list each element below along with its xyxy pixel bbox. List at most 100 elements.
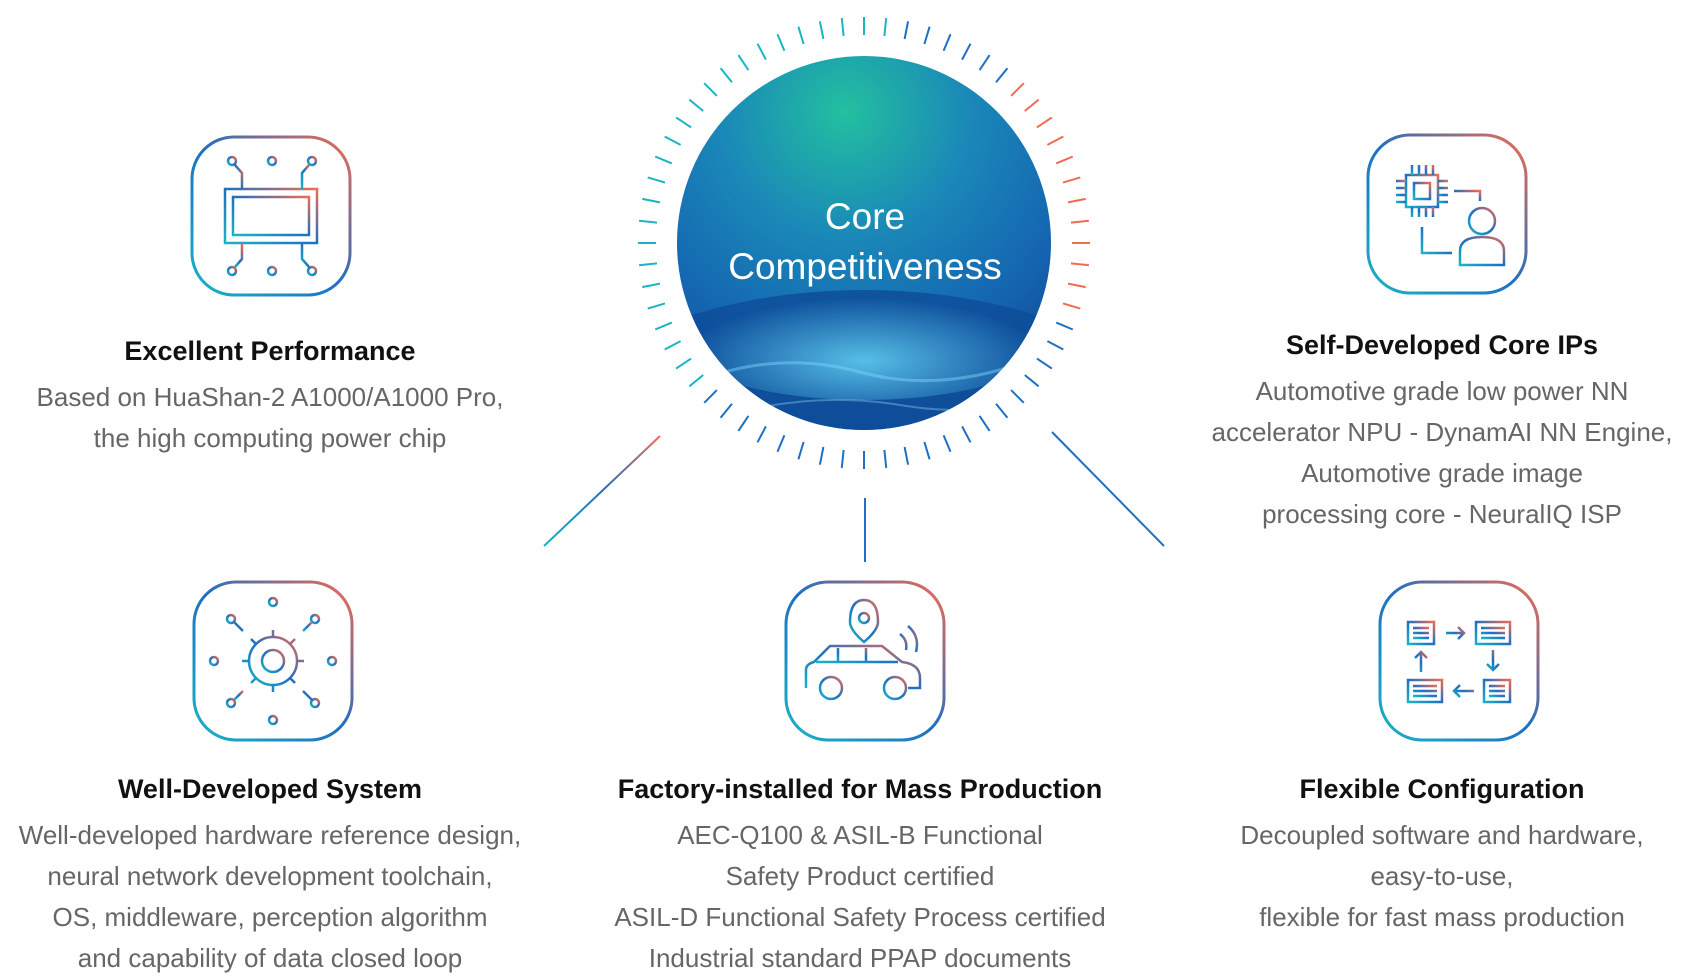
tick-mark	[703, 389, 718, 404]
tick-mark	[1010, 82, 1025, 97]
feature-description: Well-developed hardware reference design…	[0, 815, 540, 979]
config-flow-icon	[1378, 580, 1540, 742]
tick-mark	[756, 425, 767, 443]
tick-mark	[675, 116, 692, 129]
feature-line: processing core - NeuralIQ ISP	[1262, 499, 1622, 529]
feature-line: Decoupled software and hardware,	[1240, 820, 1644, 850]
feature-flexible-configuration: Flexible Configuration Decoupled softwar…	[1200, 774, 1684, 938]
tick-mark	[797, 441, 805, 460]
tick-mark	[1067, 282, 1086, 289]
feature-description: Automotive grade low power NN accelerato…	[1200, 371, 1684, 535]
tick-mark	[1067, 197, 1086, 204]
tick-mark	[719, 67, 733, 83]
feature-mass-production: Factory-installed for Mass Production AE…	[590, 774, 1130, 979]
tick-mark	[638, 219, 658, 224]
globe	[677, 56, 1051, 430]
gear-network-icon	[192, 580, 354, 742]
chip-engineer-icon	[1366, 133, 1528, 295]
feature-line: flexible for fast mass production	[1259, 902, 1625, 932]
tick-mark	[903, 446, 910, 465]
feature-excellent-performance: Excellent Performance Based on HuaShan-2…	[20, 336, 520, 459]
tick-mark	[1070, 219, 1090, 224]
tick-mark	[638, 262, 658, 267]
connected-car-icon	[784, 580, 946, 742]
tick-mark	[1062, 302, 1081, 310]
feature-line: easy-to-use,	[1370, 861, 1514, 891]
center-title-line1: Core	[824, 196, 906, 237]
tick-mark	[840, 449, 845, 469]
tick-mark	[688, 98, 704, 112]
tick-mark	[664, 340, 682, 351]
center-title-line2: Competitiveness	[728, 246, 1002, 287]
tick-mark	[688, 374, 704, 388]
tick-mark	[664, 135, 682, 146]
tick-mark	[776, 33, 786, 52]
tick-mark	[675, 357, 692, 370]
feature-title: Factory-installed for Mass Production	[617, 774, 1103, 804]
feature-line: Automotive grade image	[1301, 458, 1583, 488]
tick-mark	[978, 415, 991, 432]
feature-well-developed-system: Well-Developed System Well-developed har…	[0, 774, 540, 979]
feature-line: OS, middleware, perception algorithm	[52, 902, 488, 932]
tick-mark	[818, 21, 825, 40]
feature-description: Based on HuaShan-2 A1000/A1000 Pro, the …	[20, 377, 520, 459]
tick-mark	[942, 33, 952, 52]
tick-mark	[1046, 135, 1064, 146]
center-title: Core Competitiveness	[675, 192, 1055, 292]
tick-mark	[756, 43, 767, 61]
tick-mark	[654, 155, 673, 165]
tick-mark	[647, 176, 666, 184]
tick-mark	[1055, 321, 1074, 331]
feature-title: Excellent Performance	[124, 336, 416, 366]
tick-mark	[883, 449, 888, 469]
tick-mark	[942, 434, 952, 453]
feature-line: AEC-Q100 & ASIL-B Functional	[677, 820, 1043, 850]
tick-mark	[1055, 155, 1074, 165]
tick-mark	[923, 26, 931, 45]
tick-mark	[1036, 116, 1053, 129]
feature-self-developed-core-ips: Self-Developed Core IPs Automotive grade…	[1200, 330, 1684, 535]
tick-mark	[818, 446, 825, 465]
tick-ring	[638, 17, 1090, 469]
chip-icon	[190, 135, 352, 297]
feature-title: Self-Developed Core IPs	[1285, 330, 1599, 360]
tick-mark	[903, 21, 910, 40]
tick-mark	[719, 403, 733, 419]
tick-mark	[961, 43, 972, 61]
connector-lines	[446, 245, 1288, 562]
tick-mark	[776, 434, 786, 453]
tick-mark	[737, 415, 750, 432]
tick-mark	[923, 441, 931, 460]
feature-line: Industrial standard PPAP documents	[648, 943, 1072, 973]
feature-line: accelerator NPU - DynamAI NN Engine,	[1211, 417, 1673, 447]
tick-mark	[995, 67, 1009, 83]
tick-mark	[737, 54, 750, 71]
tick-mark	[647, 302, 666, 310]
tick-mark	[797, 26, 805, 45]
tick-mark	[1024, 98, 1040, 112]
feature-description: AEC-Q100 & ASIL-B Functional Safety Prod…	[590, 815, 1130, 979]
feature-line: Automotive grade low power NN	[1255, 376, 1629, 406]
tick-mark	[642, 282, 661, 289]
tick-mark	[961, 425, 972, 443]
tick-mark	[1024, 374, 1040, 388]
tick-mark	[978, 54, 991, 71]
tick-mark	[883, 17, 888, 37]
tick-mark	[1070, 262, 1090, 267]
tick-mark	[1062, 176, 1081, 184]
feature-line: Well-developed hardware reference design…	[18, 820, 522, 850]
feature-title: Well-Developed System	[117, 774, 423, 804]
tick-mark	[642, 197, 661, 204]
feature-line: neural network development toolchain,	[47, 861, 493, 891]
tick-mark	[654, 321, 673, 331]
tick-mark	[1046, 340, 1064, 351]
feature-line: and capability of data closed loop	[77, 943, 463, 973]
tick-mark	[703, 82, 718, 97]
feature-line: Based on HuaShan-2 A1000/A1000 Pro,	[36, 382, 504, 412]
feature-description: Decoupled software and hardware, easy-to…	[1200, 815, 1684, 938]
feature-title: Flexible Configuration	[1299, 774, 1585, 804]
feature-line: the high computing power chip	[93, 423, 447, 453]
tick-mark	[840, 17, 845, 37]
feature-line: Safety Product certified	[725, 861, 995, 891]
